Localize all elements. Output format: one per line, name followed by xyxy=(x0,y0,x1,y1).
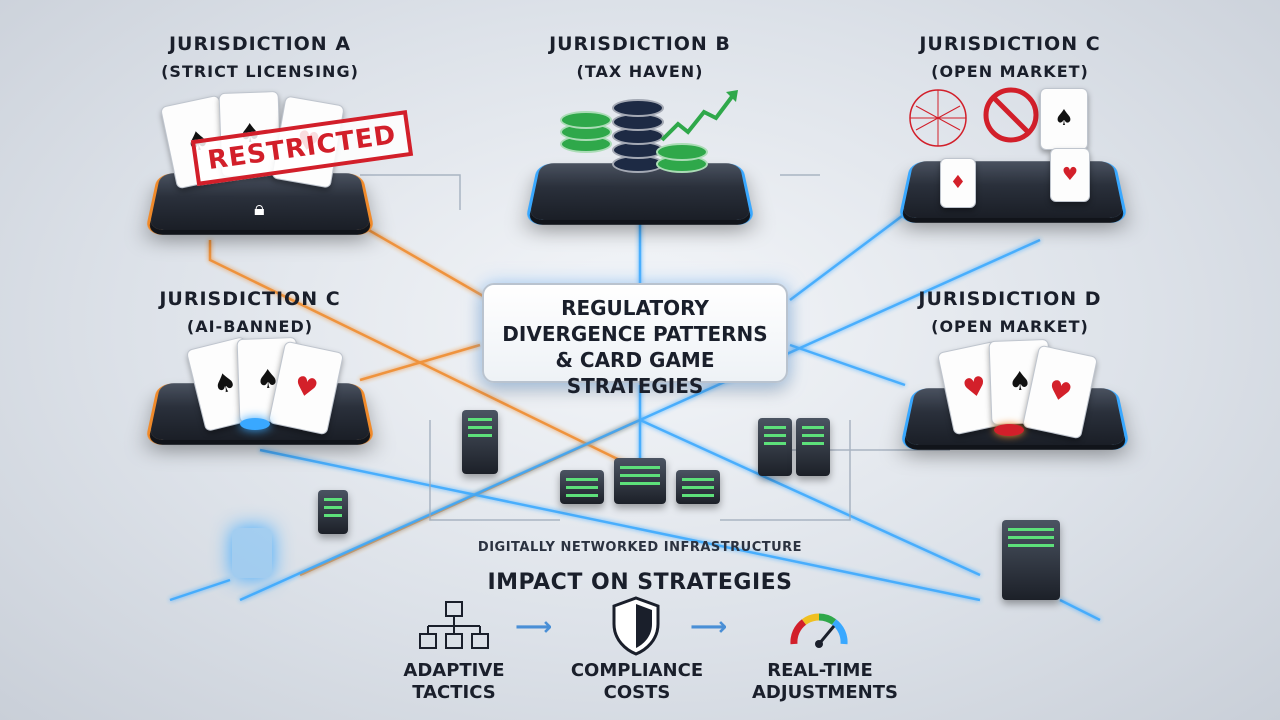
node-title: JURISDICTION B xyxy=(549,33,731,55)
node-title: JURISDICTION A xyxy=(168,33,352,55)
playing-card: ♦ xyxy=(940,158,976,208)
wire-d-center xyxy=(789,343,906,387)
server-rack-icon xyxy=(758,418,792,476)
node-subtitle: (AI-BANNED) xyxy=(186,317,314,336)
node-subtitle: (TAX HAVEN) xyxy=(576,62,704,81)
arrow-right-icon: ⟶ xyxy=(690,612,728,642)
node-subtitle: (STRICT LICENSING) xyxy=(161,62,359,81)
center-line-2: DIVERGENCE PATTERNS xyxy=(502,322,768,346)
step-adaptive-tactics: ADAPTIVE TACTICS xyxy=(398,660,510,704)
hierarchy-icon xyxy=(419,601,489,649)
wire-right-in xyxy=(1059,598,1101,622)
jurisdiction-b-label: JURISDICTION B (TAX HAVEN) xyxy=(530,30,750,86)
shield-icon xyxy=(612,596,660,656)
node-title: JURISDICTION D xyxy=(918,288,1102,310)
node-title: JURISDICTION C xyxy=(919,33,1101,55)
jurisdiction-c-open-label: JURISDICTION C (OPEN MARKET) xyxy=(900,30,1120,86)
network-web-icon xyxy=(909,89,967,147)
infrastructure-label: DIGITALLY NETWORKED INFRASTRUCTURE xyxy=(477,540,803,555)
step-line: TACTICS xyxy=(412,682,496,703)
jurisdiction-c-ai-banned-label: JURISDICTION C (AI-BANNED) xyxy=(140,285,360,341)
center-line-1: REGULATORY xyxy=(561,296,709,320)
node-subtitle: (OPEN MARKET) xyxy=(931,62,1089,81)
wire-a-down xyxy=(208,240,641,472)
server-rack-icon xyxy=(796,418,830,476)
step-line: ADJUSTMENTS xyxy=(752,682,898,703)
wire-center-right-bottom xyxy=(639,418,981,577)
server-rack-icon xyxy=(614,458,666,504)
server-rack-icon xyxy=(676,470,720,504)
banned-icon xyxy=(983,87,1039,143)
server-rack-icon xyxy=(560,470,604,504)
jurisdiction-d-label: JURISDICTION D (OPEN MARKET) xyxy=(900,285,1120,341)
lock-icon: 🔒︎ xyxy=(254,196,265,220)
playing-card: ♥ xyxy=(1050,148,1090,202)
playing-card: ♠ xyxy=(1040,88,1088,150)
chip-icon xyxy=(994,424,1024,436)
wire-c1-center xyxy=(789,209,911,301)
glowing-node-icon xyxy=(232,528,272,578)
central-hub-title: REGULATORY DIVERGENCE PATTERNS & CARD GA… xyxy=(482,283,788,398)
step-compliance-costs: COMPLIANCE COSTS xyxy=(570,660,704,704)
jurisdiction-a-label: JURISDICTION A (STRICT LICENSING) xyxy=(150,30,370,86)
step-line: COMPLIANCE xyxy=(570,660,704,681)
chip-icon xyxy=(240,418,270,430)
step-line: ADAPTIVE xyxy=(403,660,505,681)
gauge-icon xyxy=(790,613,848,648)
node-title: JURISDICTION C xyxy=(159,288,341,310)
server-rack-icon xyxy=(1002,520,1060,600)
server-rack-icon xyxy=(318,490,348,534)
wire-left-in xyxy=(169,578,231,602)
wire-cross-2 xyxy=(259,448,981,602)
step-real-time-adjustments: REAL-TIME ADJUSTMENTS xyxy=(752,660,898,704)
jurisdiction-c-open-platform[interactable] xyxy=(901,161,1125,218)
center-line-3: & CARD GAME STRATEGIES xyxy=(555,348,715,398)
arrow-right-icon: ⟶ xyxy=(515,612,553,642)
impact-title: IMPACT ON STRATEGIES xyxy=(487,570,793,595)
step-line: COSTS xyxy=(603,682,671,703)
node-subtitle: (OPEN MARKET) xyxy=(931,317,1089,336)
growth-trend-icon xyxy=(660,90,738,142)
server-rack-icon xyxy=(462,410,498,474)
step-line: REAL-TIME xyxy=(767,660,873,681)
wire-a-center xyxy=(359,223,491,302)
